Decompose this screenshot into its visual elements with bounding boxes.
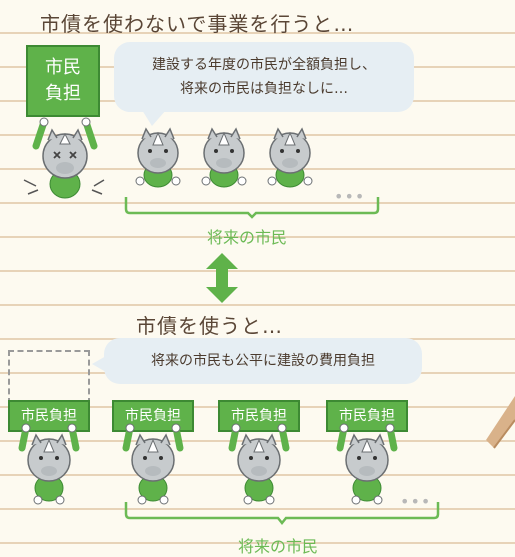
burden-sign-2: 市民負担 — [112, 400, 194, 432]
rhino-character-icon — [267, 127, 313, 188]
bottom-heading: 市債を使うと… — [136, 314, 283, 338]
burden-sign-text: 市民負担 — [231, 408, 287, 424]
bottom-group-label: 将来の市民 — [238, 537, 319, 556]
empty-burden-sign — [8, 350, 90, 404]
top-speech-bubble: 建設する年度の市民が全額負担し、 将来の市民は負担なしに… — [114, 42, 414, 126]
burden-sign-3: 市民負担 — [218, 400, 300, 432]
rhino-character-icon — [122, 423, 184, 505]
rhino-character-icon — [135, 127, 181, 188]
burden-sign-4: 市民負担 — [326, 400, 408, 432]
bottom-speech-bubble: 将来の市民も公平に建設の費用負担 — [92, 338, 422, 384]
rhino-character-icon — [23, 117, 105, 199]
rhino-character-icon — [18, 423, 80, 505]
top-bubble-line2: 将来の市民は負担なしに… — [180, 81, 348, 97]
group-bracket — [124, 502, 440, 526]
rhino-character-icon — [201, 127, 247, 188]
rhino-character-icon — [228, 423, 290, 505]
top-heading: 市債を使わないで事業を行うと… — [40, 12, 355, 36]
rhino-character-icon — [336, 423, 398, 505]
group-bracket — [124, 197, 380, 219]
more-ellipsis: ••• — [400, 492, 432, 511]
burden-sign-text: 市民負担 — [125, 408, 181, 424]
double-arrow-icon — [206, 253, 238, 303]
burden-sign-text: 市民負担 — [21, 408, 77, 424]
top-group-label: 将来の市民 — [207, 228, 288, 247]
bottom-bubble-text: 将来の市民も公平に建設の費用負担 — [151, 353, 375, 369]
burden-sign-1: 市民負担 — [8, 400, 90, 432]
burden-sign-text: 市民負担 — [339, 408, 395, 424]
more-ellipsis: ••• — [334, 187, 366, 206]
top-burden-sign: 市民負担 — [26, 45, 100, 117]
top-bubble-line1: 建設する年度の市民が全額負担し、 — [152, 57, 376, 73]
decorative-pencil-icon — [486, 396, 515, 449]
top-burden-sign-text: 市民負担 — [45, 57, 81, 104]
